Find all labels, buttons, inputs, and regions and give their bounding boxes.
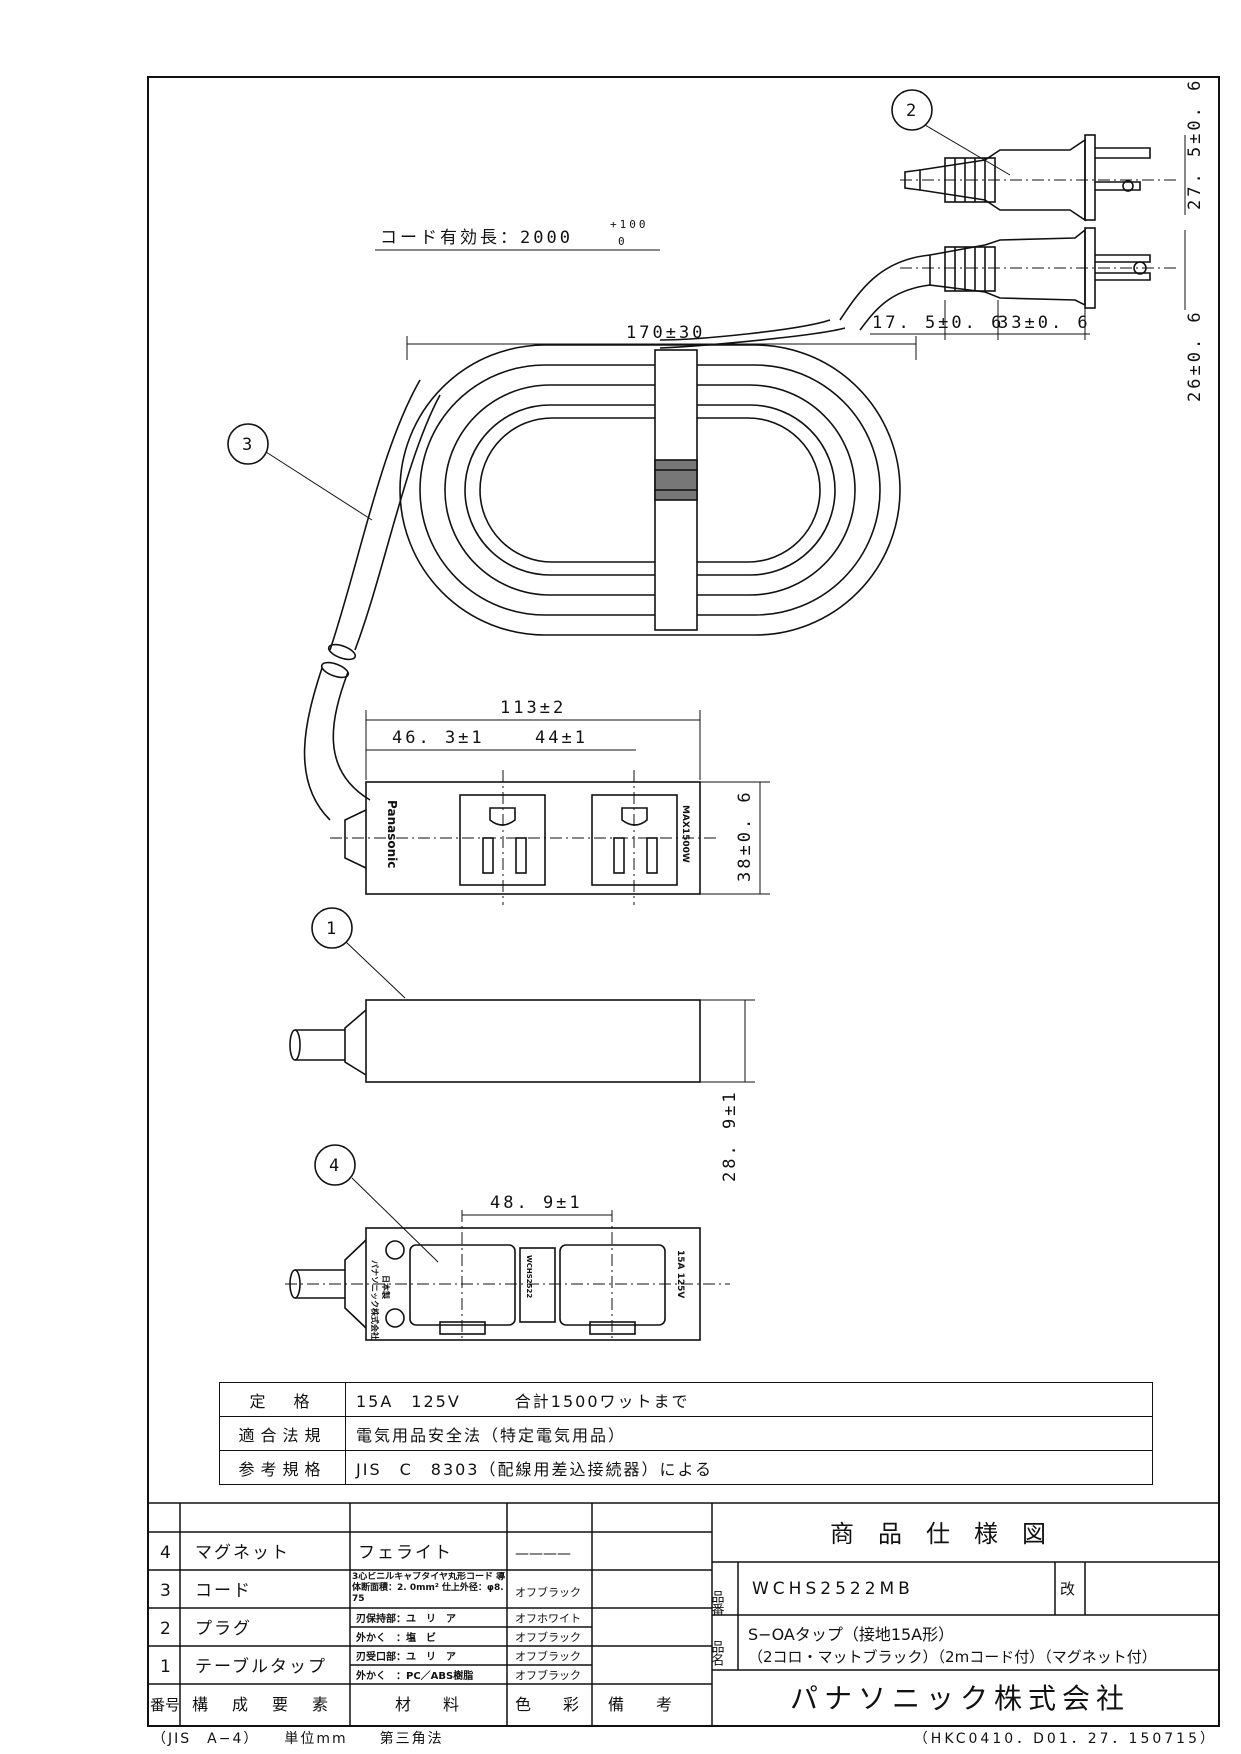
part-4-no: 4 [160, 1543, 171, 1563]
cord-length-tol-plus: +100 [610, 218, 649, 231]
hinmei-line-1: S−OAタップ（接地15A形） [748, 1625, 954, 1644]
spec-table: 定 格 15A 125V 合計1500ワットまで 適合法規 電気用品安全法（特定… [219, 1382, 1153, 1485]
bottom-mark-left: パナソニック株式会社 [370, 1260, 380, 1340]
cord-coil [399, 344, 901, 636]
dim-289: 28. 9±1 [720, 1089, 740, 1182]
footer-left: （JIS A−4） 単位mm 第三角法 [152, 1731, 444, 1747]
spec-value: 15A 125V 合計1500ワットまで [345, 1382, 1153, 1417]
plug-top [904, 134, 1151, 222]
spec-key: 定 格 [219, 1382, 346, 1417]
spec-row: 参考規格 JIS C 8303（配線用差込接続器）による [219, 1450, 1153, 1485]
hinban-label: 品番 [709, 1590, 725, 1617]
dim-plug-275: 27. 5±0. 6 [1185, 78, 1205, 210]
dim-38: 38±0. 6 [735, 789, 755, 882]
balloon-4 [314, 1144, 356, 1186]
title-block-title: 商 品 仕 様 図 [830, 1520, 1046, 1548]
part-2-color: オフホワイト [515, 1612, 581, 1625]
dim-coil-width: 170±30 [626, 323, 705, 343]
brand-mark: Panasonic [385, 800, 399, 868]
spec-value: 電気用品安全法（特定電気用品） [345, 1416, 1153, 1451]
balloon-3-label: 3 [242, 435, 252, 455]
dim-113: 113±2 [500, 698, 566, 718]
part-4-material: フェライト [358, 1543, 453, 1563]
spec-row: 定 格 15A 125V 合計1500ワットまで [219, 1382, 1153, 1417]
company-name: パナソニック株式会社 [790, 1682, 1130, 1715]
bottom-mark-jp: 日本製 [381, 1275, 391, 1299]
dim-463: 46. 3±1 [392, 728, 485, 748]
dim-44: 44±1 [535, 728, 588, 748]
part-3-material: 3心ビニルキャブタイヤ丸形コード 導体断面積：2. 0mm² 仕上外径：φ8. … [352, 1572, 506, 1604]
kai-label: 改 [1060, 1580, 1075, 1598]
cord-length-tol-minus: 0 [618, 235, 628, 248]
part-2-element: プラグ [195, 1619, 252, 1639]
bottom-mark-rating: 15A 125V [675, 1250, 685, 1298]
balloon-4-label: 4 [329, 1156, 339, 1176]
tap-side-view [289, 999, 701, 1083]
balloon-2 [891, 89, 933, 131]
part-1-color: オフブラック [515, 1649, 581, 1663]
bottom-mark-model: WCHS2522 [525, 1255, 533, 1298]
cord-length-label: コード有効長：2000 [380, 228, 573, 248]
title-block-grid [148, 1502, 1219, 1726]
dim-plug-33: 33±0. 6 [998, 313, 1091, 333]
part-3-element: コード [195, 1581, 252, 1601]
part-2-color2: オフブラック [515, 1630, 581, 1644]
part-3-color: オフブラック [515, 1585, 581, 1599]
part-4-color: ———— [515, 1546, 571, 1562]
balloon-2-label: 2 [906, 101, 916, 121]
hinban-value: WCHS2522MB [752, 1579, 914, 1599]
drawing-border [147, 76, 1220, 1727]
dim-plug-26: 26±0. 6 [1185, 309, 1205, 402]
parts-header-no: 番号 [150, 1696, 180, 1714]
parts-header-material: 材 料 [395, 1695, 459, 1714]
spec-value: JIS C 8303（配線用差込接続器）による [345, 1450, 1153, 1485]
parts-header-color: 色 彩 [515, 1695, 579, 1714]
hinmei-label: 品名 [709, 1640, 725, 1666]
part-1-element: テーブルタップ [195, 1656, 327, 1677]
rating-mark: MAX1500W [680, 805, 690, 863]
part-1-material2: 外かく ：PC／ABS樹脂 [355, 1669, 473, 1682]
part-1-no: 1 [160, 1657, 171, 1677]
parts-header-note: 備 考 [608, 1695, 672, 1714]
part-2-material: 刃保持部：ユ リ ア [356, 1612, 456, 1625]
part-1-color2: オフブラック [515, 1668, 581, 1682]
dim-489: 48. 9±1 [490, 1193, 583, 1213]
part-4-element: マグネット [195, 1543, 290, 1563]
balloon-1-label: 1 [326, 919, 336, 939]
spec-key: 参考規格 [219, 1450, 346, 1485]
part-1-material: 刃受口部：ユ リ ア [356, 1650, 456, 1663]
spec-key: 適合法規 [219, 1416, 346, 1451]
footer-right: （HKC0410．D01．27．150715） [913, 1731, 1217, 1747]
balloon-3 [227, 423, 269, 465]
parts-header-element: 構 成 要 素 [192, 1695, 332, 1714]
spec-row: 適合法規 電気用品安全法（特定電気用品） [219, 1416, 1153, 1451]
balloon-1 [311, 907, 353, 949]
part-2-material2: 外かく ：塩 ビ [355, 1631, 436, 1644]
part-2-no: 2 [160, 1619, 171, 1639]
part-3-no: 3 [160, 1581, 171, 1601]
hinmei-line-2: （2コロ・マットブラック）（2mコード付）（マグネット付） [748, 1648, 1157, 1666]
dim-plug-17: 17. 5±0. 6 [872, 313, 1004, 333]
